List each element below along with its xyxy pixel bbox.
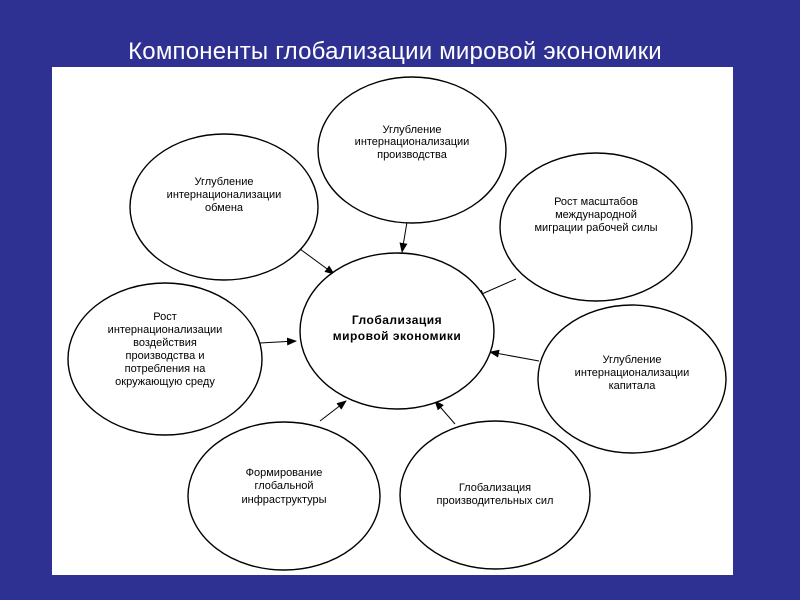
slide-title: Компоненты глобализации мировой экономик…	[128, 38, 662, 65]
node-production-line-2: интернационализации	[355, 136, 470, 148]
center-node: Глобализация мировой экономики	[299, 252, 495, 410]
node-migration-line-3: миграции рабочей силы	[534, 222, 657, 234]
node-productive-forces-line-2: производительных сил	[437, 495, 554, 507]
node-capital-line-3: капитала	[609, 380, 657, 392]
node-infrastructure-line-2: глобальной	[254, 480, 313, 492]
node-environment-line-3: воздействия	[133, 337, 197, 349]
node-exchange: Углубление интернационализации обмена	[129, 133, 319, 281]
arrows-layer	[259, 221, 540, 425]
node-environment-line-1: Рост	[153, 311, 177, 323]
center-label-line-2: мировой экономики	[333, 329, 462, 343]
node-environment: Рост интернационализации воздействия про…	[67, 282, 263, 436]
node-productive-forces: Глобализация производительных сил	[399, 420, 591, 570]
node-environment-line-5: потребления на	[125, 363, 207, 375]
node-productive-forces-line-1: Глобализация	[459, 482, 531, 494]
node-infrastructure-line-1: Формирование	[246, 467, 323, 479]
node-environment-line-2: интернационализации	[108, 324, 223, 336]
arrow-production	[399, 221, 408, 253]
node-environment-line-6: окружающую среду	[115, 376, 215, 388]
node-exchange-line-2: интернационализации	[167, 189, 282, 201]
arrow-infrastructure	[319, 400, 347, 422]
diagram-panel: Глобализация мировой экономики Углублени…	[52, 67, 733, 575]
arrow-exchange	[299, 248, 335, 275]
node-production-line-1: Углубление	[383, 124, 442, 136]
node-capital-line-1: Углубление	[603, 354, 662, 366]
node-migration-line-2: международной	[555, 209, 637, 221]
arrow-environment	[259, 337, 297, 346]
node-migration: Рост масштабов международной миграции ра…	[499, 152, 693, 302]
node-exchange-line-1: Углубление	[195, 176, 254, 188]
node-capital-line-2: интернационализации	[575, 367, 690, 379]
diagram-canvas: Глобализация мировой экономики Углублени…	[67, 76, 727, 571]
node-infrastructure-line-3: инфраструктуры	[241, 494, 326, 506]
arrow-capital	[489, 349, 540, 362]
node-capital: Углубление интернационализации капитала	[537, 304, 727, 454]
node-production-line-3: производства	[377, 149, 448, 161]
node-infrastructure: Формирование глобальной инфраструктуры	[187, 421, 381, 571]
center-label-line-1: Глобализация	[352, 313, 442, 327]
node-production: Углубление интернационализации производс…	[317, 76, 507, 224]
node-exchange-line-3: обмена	[205, 202, 244, 214]
node-environment-line-4: производства и	[126, 350, 205, 362]
node-migration-line-1: Рост масштабов	[554, 196, 638, 208]
arrow-productive-forces	[434, 400, 456, 425]
